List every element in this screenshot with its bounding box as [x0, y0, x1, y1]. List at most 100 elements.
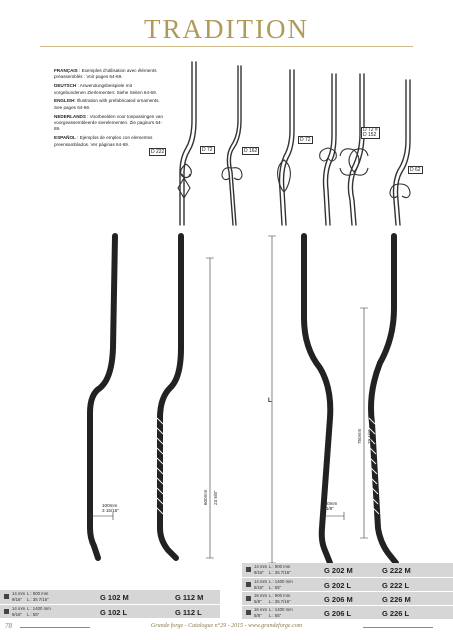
dim-750mm	[360, 307, 368, 539]
tag-d62: D 62	[408, 166, 423, 174]
measure-130mm: 130mm 5 1/8"	[322, 501, 337, 511]
ornament-5	[339, 148, 369, 176]
baluster-g102	[87, 233, 118, 561]
bullet-square	[246, 582, 251, 587]
tag-d162: D 162	[242, 147, 260, 155]
product-code: G 112 L	[175, 608, 202, 617]
product-code: G 112 M	[175, 593, 204, 602]
product-code: G 206 M	[324, 595, 353, 604]
baluster-illustration-6	[396, 79, 411, 226]
tag-d72-hash: D 72 #	[363, 127, 378, 133]
measure-130mm-inch: 5 1/8"	[322, 506, 334, 511]
footer-rule-left	[20, 627, 90, 628]
product-code: G 226 L	[382, 609, 410, 618]
tag-d72-a: D 72	[200, 146, 215, 154]
measure-100mm-metric: 100mm	[102, 503, 118, 508]
product-code: G 222 L	[382, 581, 410, 590]
baluster-illustration-1-inner	[179, 61, 193, 226]
bullet-square	[4, 609, 9, 614]
title-rule	[40, 46, 413, 47]
intro-nl: NEDERLANDS : Voorbeelden voor toepassing…	[54, 113, 164, 132]
tag-d152: D 152	[363, 132, 377, 138]
measure-750mm: 750mm	[357, 429, 362, 444]
baluster-illustration-3	[282, 69, 295, 226]
baluster-g202	[301, 233, 334, 566]
measure-100mm-inch: 3 15/16"	[102, 508, 119, 513]
measure-600mm: 600mm	[203, 490, 208, 505]
ornament-6	[389, 183, 411, 199]
baluster-illustration-5-inner	[347, 73, 361, 226]
twist-g222	[368, 417, 380, 515]
product-code: G 206 L	[324, 609, 352, 618]
intro-text: FRANÇAIS : Exemples d'utilisation avec é…	[54, 68, 164, 150]
baluster-drawings	[87, 233, 399, 566]
dim-100mm	[89, 512, 114, 520]
measure-100mm: 100mm 3 15/16"	[102, 503, 119, 513]
measure-600mm-in: 23 5/8"	[213, 491, 218, 505]
baluster-illustration-4	[326, 73, 337, 226]
tag-d72-d152: D 72 # D 152	[361, 127, 380, 139]
tag-d222: D 222	[149, 148, 167, 156]
footer-text: Grande forge - Catalogue n°29 - 2015 - w…	[150, 623, 303, 629]
bullet-square	[4, 594, 9, 599]
measure-L: L	[268, 398, 272, 404]
measure-600mm-metric: 600mm	[203, 489, 208, 505]
baluster-g112	[157, 233, 184, 561]
intro-en: ENGLISH: Illustration with prefabricated…	[54, 98, 160, 110]
page-title: TRADITION	[144, 14, 309, 44]
measure-750mm-inch: 29 1/2"	[367, 429, 372, 444]
dim-130mm	[321, 512, 345, 520]
product-code: G 222 M	[382, 566, 411, 575]
baluster-illustration-3-inner	[278, 69, 291, 226]
bullet-square	[246, 567, 251, 572]
product-code: G 102 L	[100, 608, 128, 617]
ornament-3	[277, 159, 291, 193]
ornament-1	[177, 163, 192, 200]
bullet-square	[246, 610, 251, 615]
intro-fr: FRANÇAIS : Exemples d'utilisation avec é…	[54, 68, 157, 80]
ornament-illustrations	[177, 61, 411, 226]
baluster-illustration-6-inner	[392, 79, 407, 226]
ornament-4	[319, 147, 337, 162]
product-code: G 226 M	[382, 595, 411, 604]
twist-g112	[156, 417, 164, 515]
product-code: G 202 L	[324, 581, 352, 590]
page-number: 78	[5, 622, 12, 630]
dim-600mm	[206, 257, 214, 559]
measure-750mm-metric: 750mm	[357, 428, 362, 444]
ornament-2	[221, 167, 243, 181]
intro-es: ESPAÑOL : Ejemplos de empleo con element…	[54, 135, 153, 147]
tag-d72-b: D 72	[298, 136, 313, 144]
measure-130mm-metric: 130mm	[322, 501, 338, 506]
bullet-square	[246, 596, 251, 601]
measure-600mm-inch: 23 5/8"	[213, 490, 218, 505]
intro-de: DEUTSCH : Anwendungsbeispiele mit vorgeb…	[54, 83, 157, 95]
baluster-illustration-2	[229, 65, 242, 226]
baluster-g222	[368, 233, 399, 566]
product-code: G 202 M	[324, 566, 353, 575]
baluster-illustration-1	[183, 61, 197, 226]
footer-rule-right	[363, 627, 433, 628]
product-code: G 102 M	[100, 593, 129, 602]
measure-750mm-in: 29 1/2"	[367, 430, 372, 444]
